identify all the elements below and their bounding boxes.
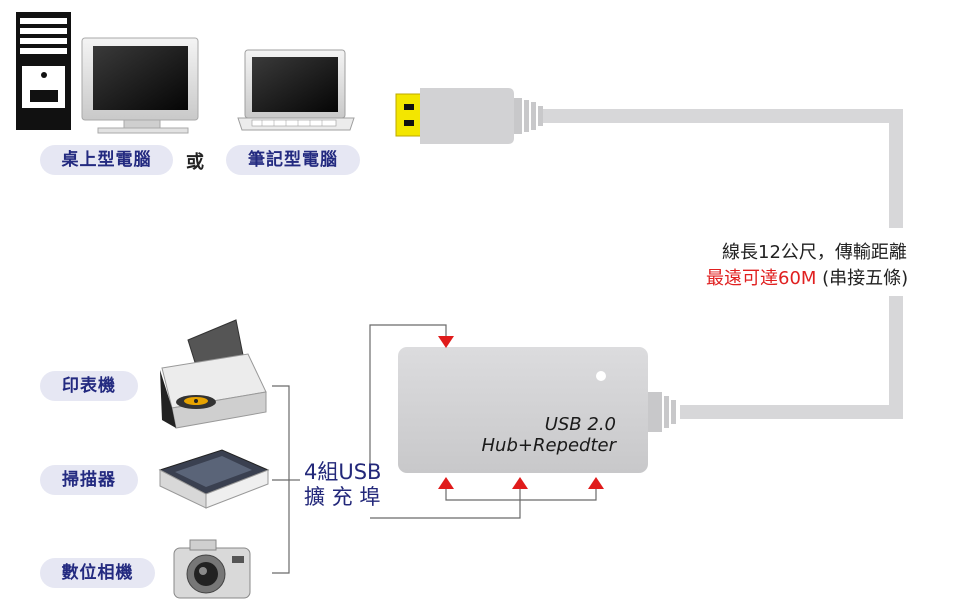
- printer-icon: [160, 319, 267, 429]
- port-arrow-1: [438, 477, 454, 489]
- peripheral-bracket: [272, 385, 300, 574]
- camera-icon: [173, 539, 251, 599]
- usb-ports-label: 4組USB 擴 充 埠: [304, 460, 381, 510]
- digital-camera-label: 數位相機: [40, 558, 155, 588]
- monitor-icon: [81, 37, 199, 134]
- hub-cable-connector: [648, 392, 676, 432]
- port-arrows: [438, 336, 604, 489]
- cable-top: [540, 109, 903, 419]
- max-distance-highlight: 最遠可達60M: [706, 268, 817, 289]
- usb-ports-line1: 4組USB: [304, 460, 382, 484]
- port-arrow-3: [588, 477, 604, 489]
- usb-hub-device: [398, 347, 648, 473]
- or-label: 或: [186, 152, 204, 173]
- usb-ports-line2: 擴 充 埠: [304, 485, 381, 509]
- port-connector-lines: [369, 324, 597, 519]
- laptop-label: 筆記型電腦: [226, 145, 360, 175]
- hub-title-line2: Hub+Repedter: [481, 435, 617, 456]
- usb-plug-icon: [395, 88, 543, 144]
- port-arrow-2: [512, 477, 528, 489]
- scanner-icon: [158, 449, 270, 509]
- hub-label: USB 2.0 Hub+Repedter: [480, 414, 617, 456]
- desktop-tower-icon: [16, 12, 71, 130]
- printer-label: 印表機: [40, 371, 138, 401]
- hub-title-line1: USB 2.0: [544, 414, 616, 435]
- port-arrow-top: [438, 336, 454, 348]
- cable-length-text: 線長12公尺，傳輸距離: [722, 242, 907, 263]
- daisy-chain-note: (串接五條): [816, 268, 909, 289]
- scanner-label: 掃描器: [40, 465, 138, 495]
- cable-distance-text: 最遠可達60M (串接五條): [706, 264, 908, 290]
- laptop-icon: [237, 49, 355, 131]
- desktop-pc-label: 桌上型電腦: [40, 145, 173, 175]
